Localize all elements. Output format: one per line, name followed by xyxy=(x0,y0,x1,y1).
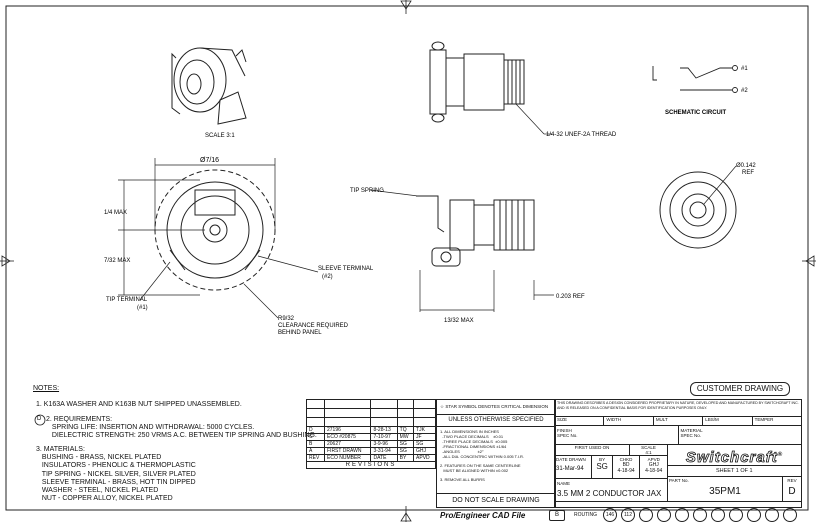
schematic-label: SCHEMATIC CIRCUIT xyxy=(665,110,727,116)
part-number: 35PM1 xyxy=(709,486,741,497)
cad-badge: B xyxy=(549,510,565,521)
by-label: BY xyxy=(599,457,606,462)
end-ref-label: REF xyxy=(742,170,754,176)
thread-label: 1/4-32 UNEF-2A THREAD xyxy=(546,132,617,138)
dim-732-max: 7/32 MAX xyxy=(104,258,130,264)
routing-circle xyxy=(729,508,743,522)
features-note: 2. FEATURES ON THE SAME CENTERLINE MUST … xyxy=(440,463,521,473)
date-drawn: 31-Mar-94 xyxy=(556,466,584,472)
do-not-scale: DO NOT SCALE DRAWING xyxy=(437,493,555,507)
front-dimension-lines xyxy=(118,158,319,319)
drawing-border xyxy=(5,5,809,511)
schematic-circuit xyxy=(652,65,738,93)
scale-label: SCALE 3:1 xyxy=(205,133,235,139)
note-1: 1. K163A WASHER AND K163B NUT SHIPPED UN… xyxy=(36,401,242,408)
routing-circle xyxy=(657,508,671,522)
first-used-label: FIRST USED ON xyxy=(555,445,630,455)
revision-d-marker xyxy=(34,414,46,426)
size-label: SIZE xyxy=(555,417,605,425)
scale-label-tb: SCALE xyxy=(641,445,656,450)
scale-value: 4:1 xyxy=(645,450,652,455)
part-label: PART No. xyxy=(669,478,689,483)
width-label: WIDTH xyxy=(604,417,654,425)
routing-circle xyxy=(765,508,779,522)
isometric-view xyxy=(171,47,247,125)
customer-drawing-label: CUSTOMER DRAWING xyxy=(690,382,790,396)
unless-label: UNLESS OTHERWISE SPECIFIED xyxy=(437,415,555,427)
tip-terminal-label: TIP TERMINAL xyxy=(106,297,148,303)
routing-circle xyxy=(747,508,761,522)
cad-file-label: Pro/Engineer CAD File xyxy=(440,511,526,520)
revisions-title: REVISIONS xyxy=(306,461,436,469)
rev-value: D xyxy=(788,486,796,497)
star-icon: ☆ xyxy=(440,404,445,409)
routing-circle: 112 xyxy=(621,508,635,522)
title-block: THIS DRAWING DESCRIBES A DESIGN CONSIDER… xyxy=(554,399,802,508)
pin-1-label: #1 xyxy=(741,66,748,72)
note-2: 2. REQUIREMENTS: SPRING LIFE: INSERTION … xyxy=(46,416,317,440)
switchcraft-logo: Switchcraft® xyxy=(668,445,801,466)
mult-label: MULT xyxy=(654,417,704,425)
routing-circle xyxy=(693,508,707,522)
chkd-value: BD 4-18-94 xyxy=(617,462,635,474)
star-note: STAR SYMBOL DENOTES CRITICAL DIMENSION xyxy=(445,404,549,409)
tolerances: 1. ALL DIMENSIONS IN INCHES -TWO PLACE D… xyxy=(440,429,525,459)
part-name: 3.5 MM 2 CONDUCTOR JAX xyxy=(557,489,662,498)
note-2-rev-marker: D xyxy=(37,416,42,422)
material-label: MATERIAL xyxy=(680,428,703,433)
sheet-label: SHEET 1 OF 1 xyxy=(668,466,801,477)
routing-circle xyxy=(711,508,725,522)
sleeve-terminal-num: (#2) xyxy=(322,274,333,280)
notes-heading: NOTES: xyxy=(33,385,60,392)
tip-terminal-num: (#1) xyxy=(137,305,148,311)
finish-label: FINISH xyxy=(557,428,572,433)
finish-spec-label: SPEC No. xyxy=(557,433,578,438)
date-drawn-label: DATE DRAWN xyxy=(556,457,586,462)
clearance-line1: CLEARANCE REQUIRED xyxy=(278,323,349,329)
chkd-label: CHKD xyxy=(619,457,633,462)
temper-label: TEMPER xyxy=(754,417,774,422)
middle-dimension-lines xyxy=(369,189,554,312)
sleeve-terminal-label: SLEEVE TERMINAL xyxy=(318,266,374,272)
by-value: SG xyxy=(596,462,608,471)
routing-circle xyxy=(675,508,689,522)
name-label: NAME xyxy=(557,481,571,486)
routing-label: ROUTING xyxy=(574,512,598,518)
burrs-note: 3. REMOVE ALL BURRS xyxy=(440,477,485,482)
end-view xyxy=(659,171,737,249)
proprietary-note: THIS DRAWING DESCRIBES A DESIGN CONSIDER… xyxy=(555,400,801,417)
middle-side-view xyxy=(416,195,535,267)
top-side-view xyxy=(429,41,525,123)
spec-block: ☆ STAR SYMBOL DENOTES CRITICAL DIMENSION… xyxy=(436,399,556,508)
dim-quarter-max: 1/4 MAX xyxy=(104,210,127,216)
pin-2-label: #2 xyxy=(741,88,748,94)
routing-circle xyxy=(639,508,653,522)
routing-circle xyxy=(783,508,797,522)
routing-circle: 146 xyxy=(603,508,617,522)
lbs-label: LBS/M xyxy=(703,417,753,425)
material-spec-label: SPEC No. xyxy=(680,433,702,438)
apvd-value: GHJ 4-18-94 xyxy=(645,462,663,474)
clearance-line2: BEHIND PANEL xyxy=(278,330,322,336)
front-diameter-dim: Ø7/16 xyxy=(200,157,219,164)
note-3: 3. MATERIALS: BUSHING - BRASS, NICKEL PL… xyxy=(36,446,196,503)
end-diameter-label: Ø0.142 xyxy=(736,163,756,169)
apvd-label: APVD xyxy=(647,457,660,462)
clearance-r: R9/32 xyxy=(278,316,295,322)
rev-label: REV xyxy=(787,478,797,483)
tip-spring-label: TIP SPRING xyxy=(350,188,384,194)
dim-1332-max: 13/32 MAX xyxy=(444,318,474,324)
ref-203-label: 0.203 REF xyxy=(556,294,585,300)
